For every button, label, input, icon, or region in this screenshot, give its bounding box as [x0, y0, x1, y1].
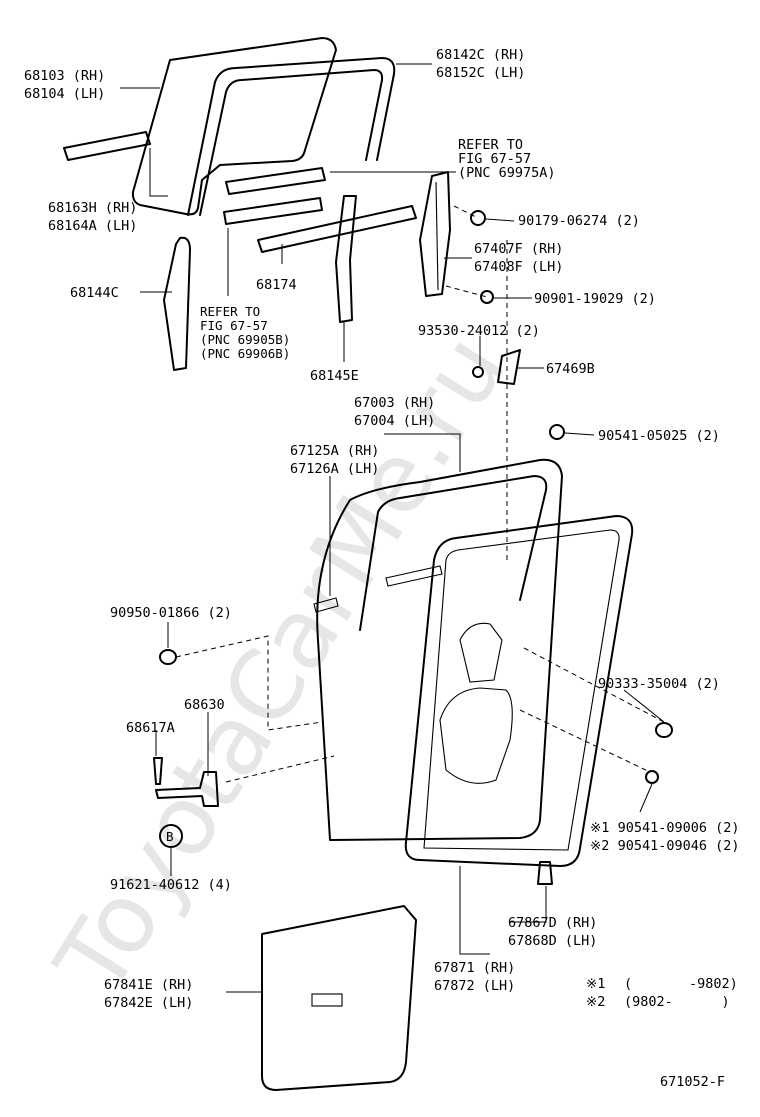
- callout-label: 90179-06274 (2): [518, 213, 640, 229]
- run-channel-68142c: [187, 57, 396, 216]
- hinge-68630: [155, 771, 219, 807]
- callout-label: (PNC 69975A): [458, 165, 556, 181]
- hinge-pin-68617a: [153, 757, 163, 785]
- callout-label: FIG 67-57: [200, 318, 268, 333]
- callout-label: 90333-35004 (2): [598, 676, 720, 692]
- door-panel-67003: [316, 458, 563, 841]
- bracket-67469b: [497, 349, 521, 385]
- clip-90541-09006: [645, 770, 659, 784]
- service-hole-cover-67841e: [261, 905, 417, 1091]
- marker-b-circle: [159, 824, 183, 848]
- callout-label: 68152C (LH): [436, 65, 525, 81]
- belt-trim: [385, 565, 443, 587]
- rear-channel-68145e: [335, 195, 357, 323]
- callout-label: FIG 67-57: [458, 151, 531, 167]
- leader-lines: [120, 63, 665, 993]
- callout-labels: 68103 (RH) 68104 (LH) 68142C (RH) 68152C…: [24, 47, 739, 1011]
- door-weatherstrip-67871-inner: [423, 529, 620, 851]
- door-panel-window-frame: [359, 475, 548, 631]
- callout-label: 67126A (LH): [290, 461, 379, 477]
- clip-67867d: [537, 861, 553, 885]
- callout-label: 68174: [256, 277, 297, 293]
- belt-molding-67125a: [313, 597, 339, 613]
- callout-label: 67125A (RH): [290, 443, 379, 459]
- callout-label: 68142C (RH): [436, 47, 525, 63]
- inner-strip-upper: [225, 167, 326, 195]
- callout-label: ※2 90541-09046 (2): [590, 838, 739, 854]
- plug-90333: [655, 722, 673, 738]
- callout-label: 67868D (LH): [508, 933, 597, 949]
- callout-label: 67867D (RH): [508, 915, 597, 931]
- door-weatherstrip-67871: [404, 515, 634, 867]
- legend-range: (9802- ): [624, 994, 730, 1010]
- callout-label: 67872 (LH): [434, 978, 515, 994]
- bolt-90901: [480, 290, 494, 304]
- callout-label: 68145E: [310, 368, 359, 384]
- callout-label: 67004 (LH): [354, 413, 435, 429]
- run-channel-68142c-inner: [199, 69, 384, 216]
- belt-strip-68174: [257, 205, 417, 253]
- callout-label: (PNC 69905B): [200, 332, 290, 347]
- callout-label: 68103 (RH): [24, 68, 105, 84]
- callout-label: 67871 (RH): [434, 960, 515, 976]
- door-inner-cutout-2: [459, 622, 503, 683]
- callout-label: 91621-40612 (4): [110, 877, 232, 893]
- callout-label: 67841E (RH): [104, 977, 193, 993]
- watermark-text: ToyotaCarMe.ru: [34, 316, 528, 1013]
- callout-label: REFER TO: [458, 137, 523, 153]
- door-glass-68103: [131, 37, 337, 216]
- callout-label: (PNC 69906B): [200, 346, 290, 361]
- bumper-90950: [159, 649, 177, 665]
- callout-label: 68163H (RH): [48, 200, 137, 216]
- callout-label: 68144C: [70, 285, 119, 301]
- door-inner-cutout: [439, 687, 513, 784]
- callout-label: 68164A (LH): [48, 218, 137, 234]
- screw-93530: [472, 366, 484, 378]
- callout-label: 68630: [184, 697, 225, 713]
- callout-label: REFER TO: [200, 304, 260, 319]
- outer-weatherstrip-68163h: [63, 131, 151, 161]
- callout-label: 93530-24012 (2): [418, 323, 540, 339]
- callout-label: 68617A: [126, 720, 175, 736]
- marker-b-label: B: [166, 829, 174, 844]
- callout-label: 67469B: [546, 361, 595, 377]
- callout-label: 67842E (LH): [104, 995, 193, 1011]
- clip-90541-05025: [549, 424, 565, 440]
- inner-strip-68174: [223, 197, 323, 225]
- legend-mark: ※2: [586, 994, 605, 1010]
- assembly-lines: [175, 205, 665, 783]
- callout-label: 67003 (RH): [354, 395, 435, 411]
- cover-opening: [311, 993, 343, 1007]
- callout-label: 90541-05025 (2): [598, 428, 720, 444]
- figure-id: 671052-F: [660, 1074, 725, 1090]
- callout-label: ※1 90541-09006 (2): [590, 820, 739, 836]
- legend-range: ( -9802): [624, 976, 738, 992]
- callout-label: 90901-19029 (2): [534, 291, 656, 307]
- callout-label: 90950-01866 (2): [110, 605, 232, 621]
- regulator-rail: [435, 181, 439, 291]
- window-regulator-67407f: [419, 171, 451, 297]
- callout-label: 67407F (RH): [474, 241, 563, 257]
- bolt-90179: [470, 210, 486, 226]
- callout-label: 68104 (LH): [24, 86, 105, 102]
- applicability-legend: ※1 ( -9802) ※2 (9802- ): [586, 976, 738, 1010]
- legend-mark: ※1: [586, 976, 605, 992]
- callout-label: 67408F (LH): [474, 259, 563, 275]
- division-bar-68144c: [163, 236, 191, 371]
